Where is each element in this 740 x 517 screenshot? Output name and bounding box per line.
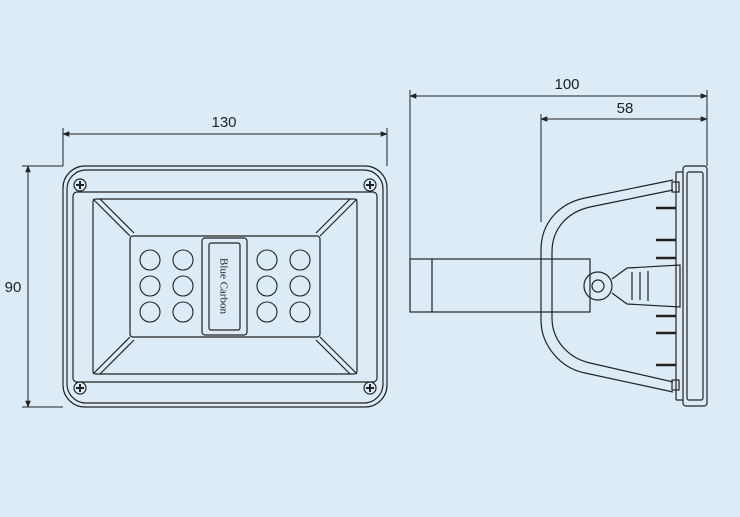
pivot-knob-outer	[583, 271, 613, 301]
label-plate-inner	[208, 242, 241, 331]
brand-label: Blue Carbon	[218, 258, 230, 314]
led-lens	[289, 275, 311, 297]
front-view	[62, 165, 388, 408]
led-group-right	[256, 249, 311, 323]
bezel-outer	[72, 191, 378, 383]
dimension-side-partial	[540, 114, 708, 222]
bevel-line	[315, 198, 351, 234]
bevel-line	[319, 198, 358, 237]
dimension-label-width: 130	[211, 114, 236, 131]
bevel-line	[315, 339, 351, 375]
side-screws	[671, 181, 680, 391]
heat-sink-fins	[656, 206, 676, 367]
led-lens	[256, 301, 278, 323]
led-lens	[139, 249, 161, 271]
pivot-knob-inner	[591, 279, 605, 293]
bevel-line	[319, 336, 358, 375]
led-lens	[139, 275, 161, 297]
screw-icon	[363, 178, 377, 192]
u-bracket-outer	[540, 179, 674, 393]
u-bracket-inner	[551, 189, 674, 383]
led-lens	[172, 275, 194, 297]
led-lens	[139, 301, 161, 323]
screw-icon	[671, 379, 680, 391]
led-lens	[172, 301, 194, 323]
led-lens	[289, 249, 311, 271]
dimension-side-depth	[409, 90, 708, 259]
bezel-inner	[92, 198, 358, 375]
screw-icon	[73, 381, 87, 395]
led-lens	[256, 249, 278, 271]
tension-lever	[611, 264, 681, 308]
dimension-label-partial: 58	[617, 100, 634, 117]
corner-screws	[73, 178, 377, 395]
bevel-line	[99, 198, 135, 234]
dimension-label-depth: 100	[554, 76, 579, 93]
dimension-front-width	[62, 128, 388, 166]
bevel-line	[92, 198, 131, 237]
screw-icon	[363, 381, 377, 395]
screw-icon	[671, 181, 680, 193]
housing-side-outer	[682, 165, 708, 407]
lens-window	[129, 235, 321, 338]
led-lens	[172, 249, 194, 271]
housing-outer	[62, 165, 388, 408]
bevel-line	[99, 339, 135, 375]
dimension-front-height	[22, 165, 63, 408]
screw-icon	[73, 178, 87, 192]
led-lens	[256, 275, 278, 297]
label-plate-outer	[201, 237, 248, 336]
housing-inner-rim	[66, 169, 384, 404]
housing-side-inner	[686, 171, 704, 401]
side-view	[409, 165, 708, 407]
mounting-arm	[409, 258, 591, 313]
dimension-label-height: 90	[5, 279, 22, 296]
led-lens	[289, 301, 311, 323]
led-group-left	[139, 249, 194, 323]
bevel-line	[92, 336, 131, 375]
